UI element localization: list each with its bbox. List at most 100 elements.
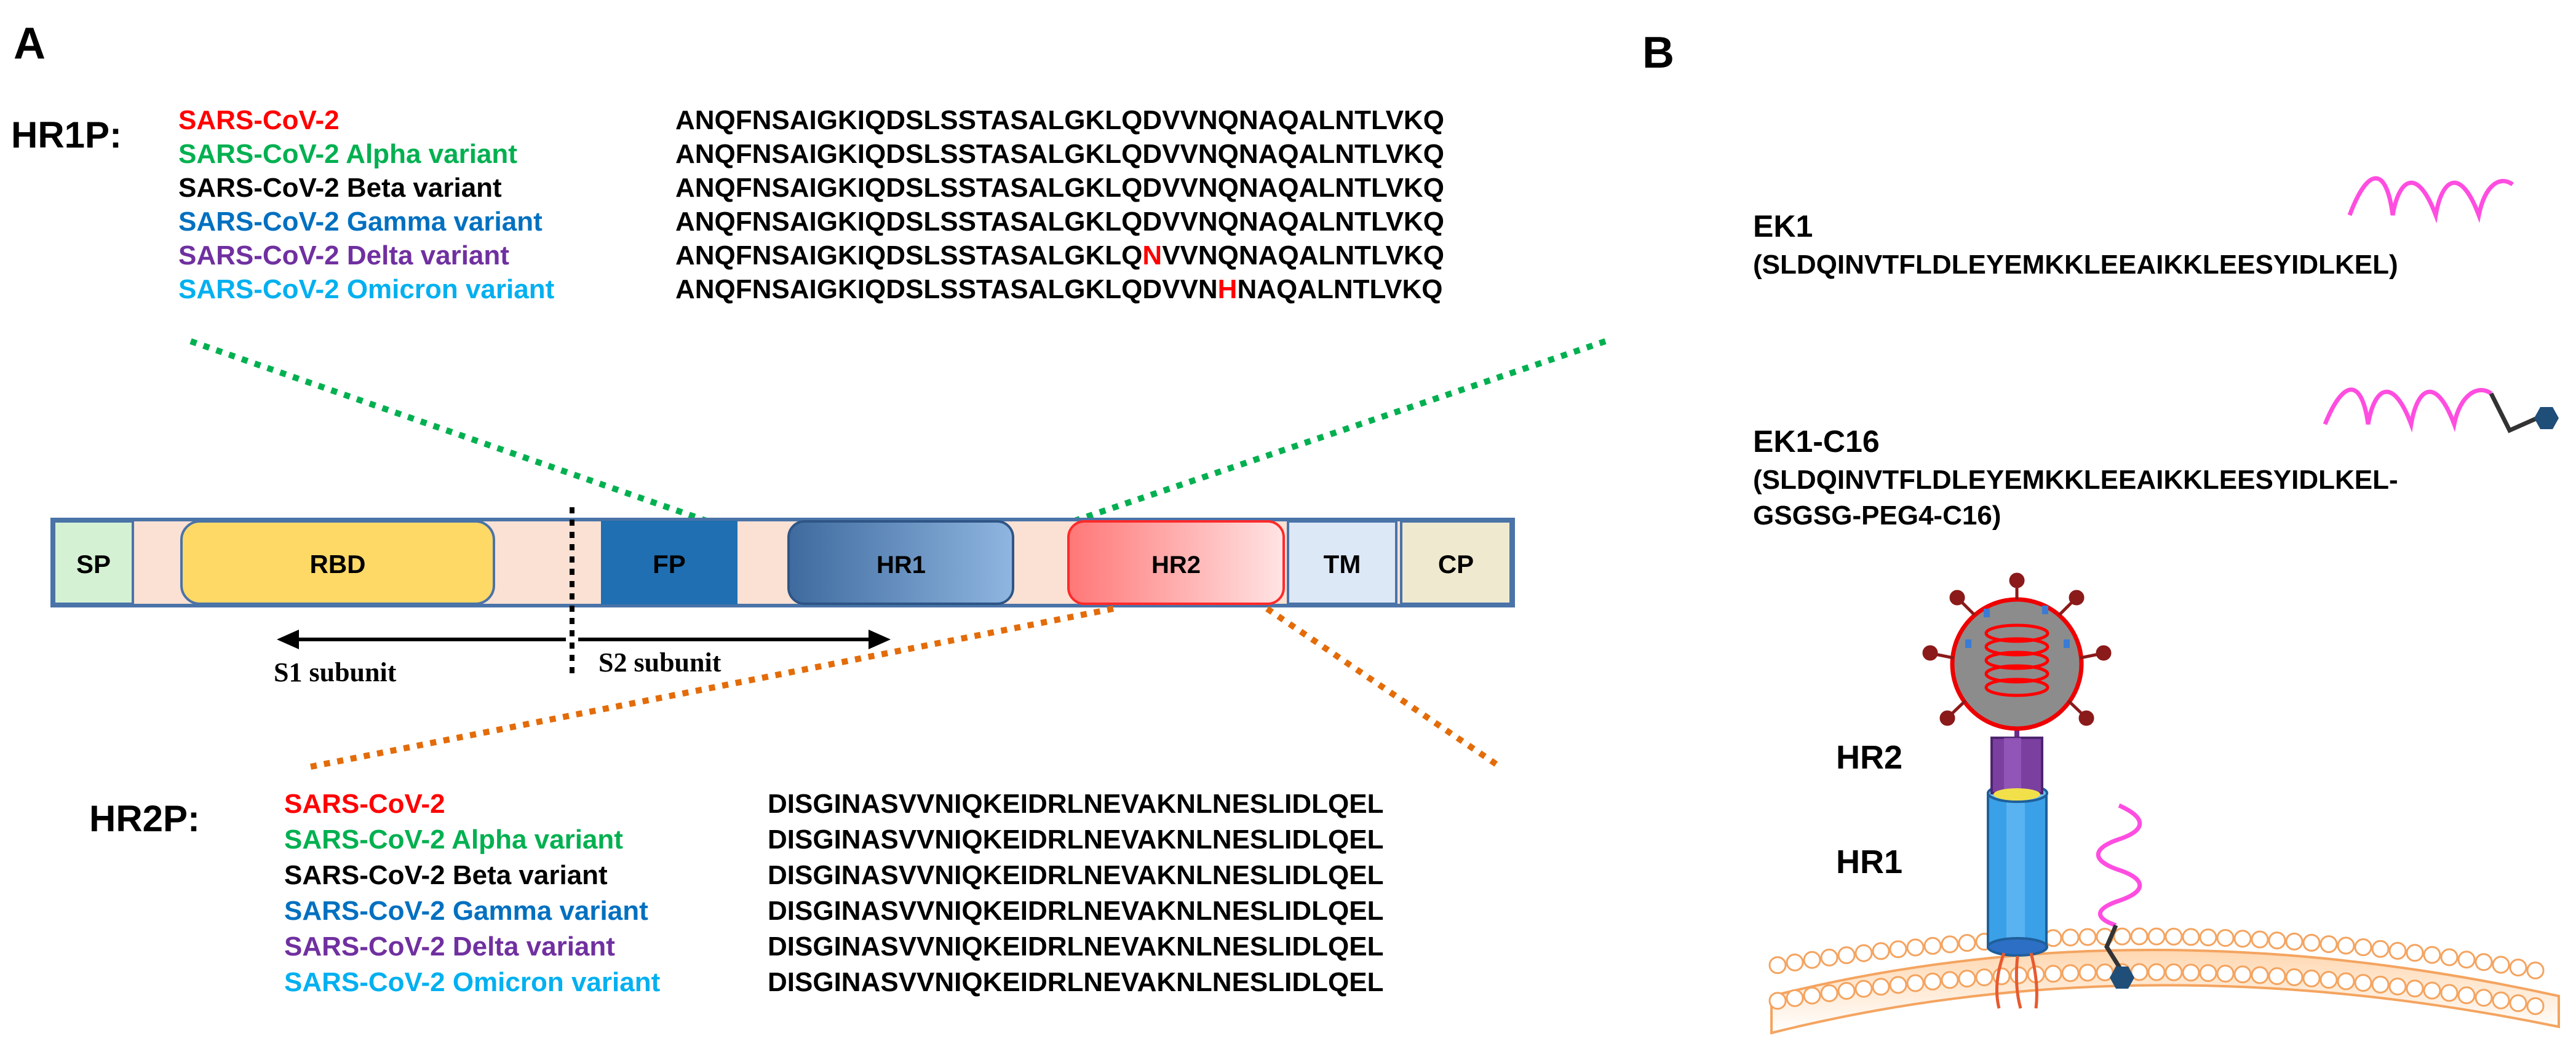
hr2p-sequence: DISGINASVVNIQKEIDRLNEVAKNLNESLIDLQEL bbox=[768, 789, 1383, 819]
lipid-head-outer bbox=[1854, 944, 1873, 962]
lipid-head-outer bbox=[1941, 935, 1959, 954]
hr2p-variant-label: SARS-CoV-2 bbox=[284, 789, 445, 819]
lipid-head-inner bbox=[2199, 964, 2217, 983]
lipid-head-inner bbox=[2302, 969, 2321, 987]
lipid-head-inner bbox=[2492, 991, 2510, 1010]
lipid-head-outer bbox=[1803, 951, 1821, 969]
lipid-head-inner bbox=[1768, 992, 1787, 1010]
lipid-head-outer bbox=[1820, 948, 1839, 967]
ek1-name: EK1 bbox=[1753, 209, 1813, 243]
panel-b-label: B bbox=[1642, 28, 1674, 77]
lipid-head-outer bbox=[2475, 953, 2493, 971]
hr2-domain-label: HR2 bbox=[1151, 552, 1201, 579]
lipid-head-outer bbox=[2457, 951, 2476, 969]
cp-domain bbox=[1400, 520, 1512, 605]
cp-label: CP bbox=[1438, 550, 1474, 579]
lipid-head-outer bbox=[2165, 927, 2183, 946]
tm-label: TM bbox=[1324, 550, 1361, 579]
lipid-head-inner bbox=[1975, 968, 1994, 987]
lipid-head-inner bbox=[1941, 971, 1959, 989]
lipid-head-outer bbox=[2371, 939, 2390, 958]
lipid-head-outer bbox=[2130, 927, 2149, 946]
lipid-head-outer bbox=[2147, 927, 2166, 946]
lipid-head-inner bbox=[2526, 997, 2545, 1015]
lipid-head-outer bbox=[2492, 955, 2510, 974]
lipid-head-inner bbox=[2044, 965, 2062, 983]
hr1p-sequence: ANQFNSAIGKIQDSLSSTASALGKLQNVVNQNAQALNTLV… bbox=[675, 240, 1444, 271]
lipid-head-outer bbox=[1837, 946, 1856, 965]
hr1p-variant-label: SARS-CoV-2 Delta variant bbox=[178, 240, 509, 271]
hr1p-sequence: ANQFNSAIGKIQDSLSSTASALGKLQDVVNQNAQALNTLV… bbox=[675, 173, 1444, 203]
lipid-head-inner bbox=[1820, 984, 1839, 1002]
hr1p-sequence: ANQFNSAIGKIQDSLSSTASALGKLQDVVNQNAQALNTLV… bbox=[675, 139, 1444, 169]
lipid-head-outer bbox=[2182, 928, 2200, 946]
lipid-head-outer bbox=[2251, 930, 2269, 949]
lipid-head-inner bbox=[1889, 976, 1907, 994]
hr2p-variant-label: SARS-CoV-2 Omicron variant bbox=[284, 967, 661, 997]
lipid-head-outer bbox=[2337, 936, 2355, 955]
mechanism-hr1-label: HR1 bbox=[1836, 844, 1902, 880]
panel-a-label: A bbox=[14, 19, 46, 68]
lipid-head-outer bbox=[2423, 946, 2441, 964]
hr1p-mutation-residue: N bbox=[1142, 240, 1162, 271]
lipid-head-inner bbox=[2216, 965, 2235, 983]
hr2p-sequence: DISGINASVVNIQKEIDRLNEVAKNLNESLIDLQEL bbox=[768, 860, 1383, 890]
membrane-fusion-illustration: HR2 HR1 bbox=[1768, 572, 2560, 1035]
lipid-head-inner bbox=[2423, 981, 2441, 1000]
lipid-head-outer bbox=[1786, 953, 1804, 971]
lipid-head-inner bbox=[2285, 968, 2304, 986]
lipid-head-outer bbox=[1923, 936, 1942, 955]
hr1p-variant-label: SARS-CoV-2 Omicron variant bbox=[178, 274, 555, 304]
lipid-head-outer bbox=[2388, 941, 2407, 960]
lipid-head-inner bbox=[2457, 986, 2476, 1005]
s2-subunit-label: S2 subunit bbox=[598, 647, 722, 678]
lipid-head-inner bbox=[2475, 989, 2493, 1007]
lipid-head-outer bbox=[2078, 928, 2097, 946]
hr2p-variant-label: SARS-CoV-2 Beta variant bbox=[284, 860, 608, 890]
lipid-head-inner bbox=[2406, 979, 2424, 998]
lipid-head-outer bbox=[2320, 935, 2338, 954]
hr2-connector-left bbox=[307, 606, 1114, 770]
hr1-domain-label: HR1 bbox=[877, 552, 926, 579]
lipid-head-outer bbox=[2199, 928, 2217, 947]
lipid-head-inner bbox=[1923, 972, 1942, 991]
ek1c16-lipopeptide-icon bbox=[2323, 387, 2559, 433]
rbd-label: RBD bbox=[310, 550, 366, 579]
lipid-head-inner bbox=[2233, 965, 2252, 984]
hr1p-heading: HR1P: bbox=[11, 114, 122, 156]
lipid-head-outer bbox=[2526, 961, 2545, 979]
hr1p-sequence: ANQFNSAIGKIQDSLSSTASALGKLQDVVNQNAQALNTLV… bbox=[675, 207, 1444, 237]
ek1-helix-icon bbox=[2347, 176, 2514, 224]
ek1c16-sequence-line1: (SLDQINVTFLDLEYEMKKLEEAIKKLEESYIDLKEL- bbox=[1753, 465, 2398, 495]
lipid-head-outer bbox=[2509, 959, 2527, 977]
lipid-head-inner bbox=[1837, 982, 1856, 1000]
lipid-head-inner bbox=[2165, 963, 2183, 981]
hr1p-sequence: ANQFNSAIGKIQDSLSSTASALGKLQDVVNQNAQALNTLV… bbox=[675, 105, 1444, 135]
lipid-head-inner bbox=[2337, 972, 2355, 991]
hr2p-variant-label: SARS-CoV-2 Alpha variant bbox=[284, 825, 623, 855]
lipid-head-outer bbox=[2061, 928, 2080, 947]
lipid-head-inner bbox=[2388, 977, 2407, 995]
hr2-domain bbox=[1067, 520, 1285, 605]
ek1c16-inserted bbox=[2096, 803, 2142, 989]
hr1p-variant-label: SARS-CoV-2 Beta variant bbox=[178, 173, 502, 203]
s1-subunit-label: S1 subunit bbox=[274, 657, 397, 687]
lipid-head-outer bbox=[1768, 956, 1787, 975]
lipid-head-inner bbox=[1786, 989, 1804, 1007]
ek1c16-sequence-line2: GSGSG-PEG4-C16) bbox=[1753, 500, 2001, 531]
fp-label: FP bbox=[653, 550, 686, 579]
hr1-domain bbox=[787, 520, 1014, 605]
hr2p-sequence: DISGINASVVNIQKEIDRLNEVAKNLNESLIDLQEL bbox=[768, 825, 1383, 855]
lipid-head-inner bbox=[2440, 984, 2459, 1002]
lipid-head-inner bbox=[1854, 979, 1873, 998]
lipid-head-inner bbox=[2010, 966, 2028, 984]
hr1p-mutation-residue: H bbox=[1218, 274, 1238, 304]
hr1p-variant-label: SARS-CoV-2 bbox=[178, 105, 340, 135]
lipid-head-inner bbox=[1872, 978, 1890, 996]
lipid-head-outer bbox=[2216, 929, 2235, 947]
subunit-arrows: S1 subunit S2 subunit bbox=[274, 630, 891, 687]
lipid-head-inner bbox=[2371, 975, 2390, 994]
